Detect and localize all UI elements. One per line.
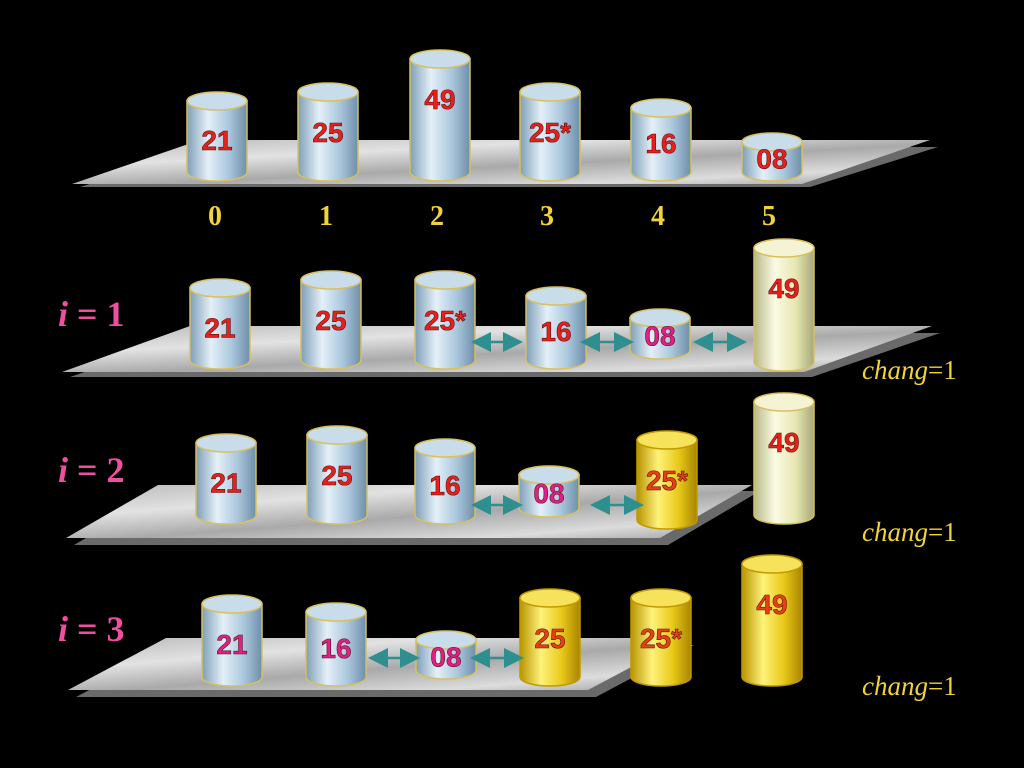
cylinder-value: 08 (430, 642, 461, 673)
cylinder-value: 25* (646, 465, 688, 496)
platform-row-0 (72, 140, 938, 187)
cylinder-value: 25* (529, 117, 571, 148)
cylinder: 08 (518, 465, 580, 518)
cylinder: 25* (519, 82, 581, 182)
chang-label: chang=1 (862, 671, 957, 701)
cylinder: 25 (300, 270, 362, 370)
cylinder-value: 49 (424, 84, 455, 115)
cylinder-value: 16 (540, 316, 571, 347)
cylinder-value: 25 (315, 305, 346, 336)
cylinder-value: 25 (534, 623, 565, 654)
cylinder-value: 25 (321, 460, 352, 491)
cylinder: 25 (297, 82, 359, 182)
cylinder-value: 08 (533, 478, 564, 509)
index-labels: 0 1 2 3 4 5 (208, 201, 776, 232)
cylinder: 25* (636, 430, 698, 530)
cylinder-value: 21 (204, 313, 235, 344)
cylinder: 21 (201, 594, 263, 687)
cylinder: 21 (195, 433, 257, 525)
cylinder-value: 25 (312, 117, 343, 148)
cylinder-value: 16 (645, 128, 676, 159)
cylinder-value: 25* (640, 623, 682, 654)
cylinder: 08 (741, 132, 803, 182)
cylinder: 49 (753, 238, 815, 372)
index-label: 2 (430, 201, 444, 232)
chang-label: chang=1 (862, 517, 957, 547)
platform-row-3 (68, 638, 694, 697)
cylinder: 25* (630, 588, 692, 687)
cylinder-value: 49 (756, 589, 787, 620)
cylinder-value: 21 (216, 629, 247, 660)
pass-label: i = 2 (58, 450, 125, 490)
cylinder: 49 (741, 554, 803, 687)
chang-label: chang=1 (862, 355, 957, 385)
cylinder: 08 (629, 308, 691, 360)
cylinder: 16 (630, 98, 692, 182)
cylinder: 49 (753, 392, 815, 525)
cylinder-value: 49 (768, 273, 799, 304)
cylinder-value: 16 (320, 633, 351, 664)
cylinder: 16 (305, 602, 367, 687)
cylinder: 16 (525, 286, 587, 370)
cylinder: 16 (414, 438, 476, 525)
index-label: 1 (319, 201, 333, 232)
index-label: 4 (651, 201, 665, 232)
index-label: 5 (762, 201, 776, 232)
pass-label: i = 1 (58, 294, 125, 334)
cylinder: 21 (186, 91, 248, 182)
cylinder-value: 08 (644, 321, 675, 352)
cylinder: 08 (415, 630, 477, 680)
pass-label: i = 3 (58, 609, 125, 649)
cylinder: 21 (189, 278, 251, 370)
cylinder-value: 16 (429, 470, 460, 501)
cylinder: 49 (409, 49, 471, 182)
cylinder: 25 (306, 425, 368, 525)
cylinder-value: 08 (756, 144, 787, 175)
cylinder-value: 21 (210, 468, 241, 499)
cylinder-value: 21 (201, 125, 232, 156)
swap-arrows-layer (368, 332, 747, 668)
index-label: 3 (540, 201, 554, 232)
cylinder-value: 25* (424, 305, 466, 336)
cylinder: 25 (519, 588, 581, 687)
cylinder: 25* (414, 270, 476, 370)
index-label: 0 (208, 201, 222, 232)
cylinder-value: 49 (768, 427, 799, 458)
